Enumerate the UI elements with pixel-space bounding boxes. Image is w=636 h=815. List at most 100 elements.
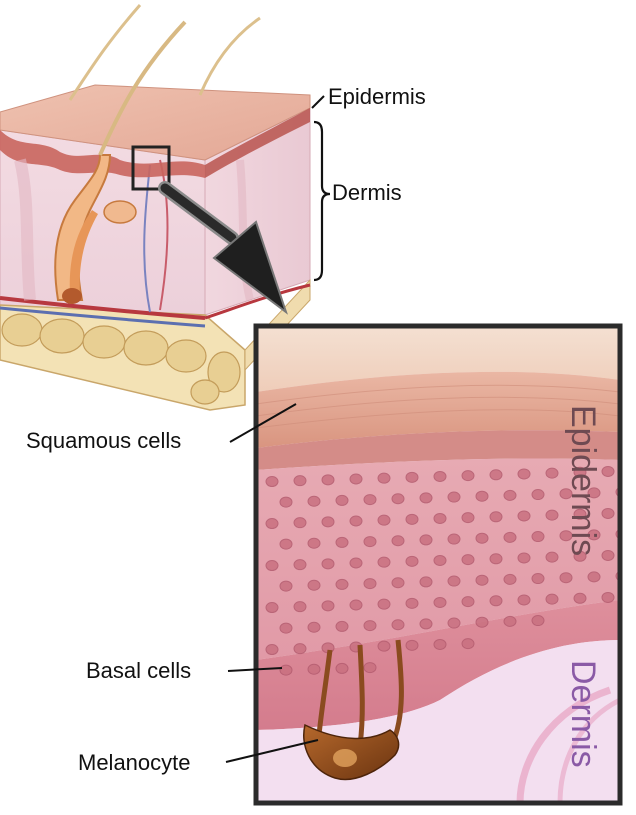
cell-nucleus — [433, 470, 447, 482]
cell-nucleus — [489, 511, 503, 523]
cell-nucleus — [377, 640, 391, 652]
cell-nucleus — [405, 555, 419, 567]
cell-nucleus — [531, 615, 545, 627]
zoom-box — [131, 145, 171, 191]
cell-nucleus — [573, 592, 587, 604]
cell-nucleus — [587, 571, 601, 583]
cell-nucleus — [279, 580, 293, 592]
cell-nucleus — [363, 578, 377, 590]
cell-nucleus — [377, 598, 391, 610]
cell-nucleus — [461, 638, 475, 650]
cell-nucleus — [559, 530, 573, 542]
cell-nucleus — [405, 513, 419, 525]
cell-nucleus — [363, 536, 377, 548]
cell-nucleus — [391, 535, 405, 547]
dermis-bracket — [313, 120, 331, 282]
melanocyte-cell — [303, 639, 404, 781]
label-dermis-vertical: Dermis — [564, 660, 602, 768]
cell-nucleus — [377, 514, 391, 526]
cell-nucleus — [419, 534, 433, 546]
cell-nucleus — [447, 491, 461, 503]
cell-nucleus — [391, 577, 405, 589]
label-basal-cells: Basal cells — [86, 658, 192, 683]
cell-nucleus — [307, 495, 321, 507]
cell-nucleus — [321, 558, 335, 570]
cell-nucleus — [349, 515, 363, 527]
cell-nucleus — [587, 487, 601, 499]
cell-nucleus — [293, 475, 307, 487]
cell-nucleus — [517, 468, 531, 480]
cell-nucleus — [321, 600, 335, 612]
cell-nucleus — [363, 662, 377, 674]
cell-nucleus — [475, 574, 489, 586]
cell-nucleus — [307, 537, 321, 549]
cell-nucleus — [391, 619, 405, 631]
cell-nucleus — [461, 554, 475, 566]
cell-nucleus — [377, 556, 391, 568]
cell-nucleus — [531, 531, 545, 543]
cell-nucleus — [307, 663, 321, 675]
cell-nucleus — [447, 617, 461, 629]
cell-nucleus — [475, 490, 489, 502]
cell-nucleus — [433, 512, 447, 524]
cell-nucleus — [335, 536, 349, 548]
cell-nucleus — [419, 492, 433, 504]
cell-nucleus — [405, 639, 419, 651]
cell-nucleus — [601, 591, 615, 603]
cell-nucleus — [489, 469, 503, 481]
cell-nucleus — [363, 620, 377, 632]
cell-nucleus — [419, 618, 433, 630]
cell-nucleus — [433, 596, 447, 608]
label-squamous-cells: Squamous cells — [26, 428, 182, 453]
cell-nucleus — [531, 573, 545, 585]
cell-nucleus — [433, 554, 447, 566]
cell-nucleus — [573, 466, 587, 478]
cell-nucleus — [545, 467, 559, 479]
cell-nucleus — [335, 662, 349, 674]
cell-nucleus — [503, 615, 517, 627]
cell-nucleus — [475, 532, 489, 544]
cell-nucleus — [545, 509, 559, 521]
squamous-leader — [229, 403, 297, 443]
cell-nucleus — [503, 573, 517, 585]
cell-nucleus — [265, 602, 279, 614]
cell-nucleus — [531, 489, 545, 501]
cell-nucleus — [307, 579, 321, 591]
cell-nucleus — [377, 472, 391, 484]
cell-nucleus — [447, 575, 461, 587]
cell-nucleus — [601, 465, 615, 477]
cell-nucleus — [293, 643, 307, 655]
cell-nucleus — [265, 644, 279, 656]
cell-nucleus — [461, 512, 475, 524]
epidermis-inset — [256, 326, 620, 803]
cell-nucleus — [279, 538, 293, 550]
cell-nucleus — [587, 529, 601, 541]
cell-nucleus — [461, 470, 475, 482]
cell-nucleus — [517, 510, 531, 522]
label-dermis: Dermis — [332, 180, 402, 205]
cell-nucleus — [489, 553, 503, 565]
cell-nucleus — [265, 560, 279, 572]
cell-nucleus — [601, 549, 615, 561]
cell-nucleus — [391, 493, 405, 505]
cell-nucleus — [335, 494, 349, 506]
label-epidermis: Epidermis — [328, 84, 426, 109]
cell-nucleus — [545, 593, 559, 605]
cell-nucleus — [601, 507, 615, 519]
label-epidermis-vertical: Epidermis — [564, 405, 602, 557]
cell-nucleus — [503, 489, 517, 501]
cell-nucleus — [335, 578, 349, 590]
cell-nucleus — [475, 616, 489, 628]
magnify-arrow — [158, 181, 288, 315]
cell-nucleus — [293, 517, 307, 529]
cell-nucleus — [573, 508, 587, 520]
cell-nucleus — [489, 595, 503, 607]
cell-nucleus — [307, 621, 321, 633]
cell-nucleus — [405, 471, 419, 483]
cell-nucleus — [349, 599, 363, 611]
cell-nucleus — [279, 622, 293, 634]
cell-nucleus — [265, 476, 279, 488]
cell-nucleus — [405, 597, 419, 609]
cell-nucleus — [559, 572, 573, 584]
